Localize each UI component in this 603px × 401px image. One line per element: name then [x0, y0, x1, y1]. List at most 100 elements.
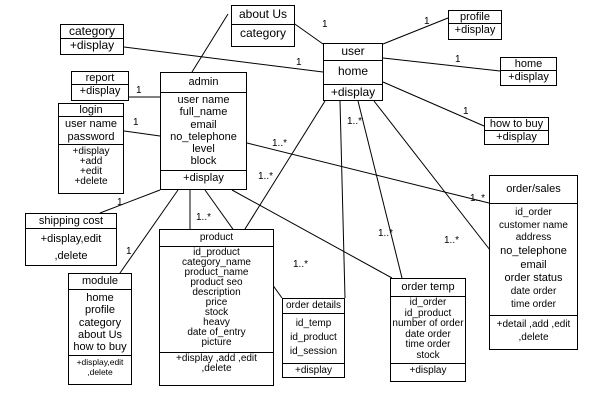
attribute: about Us [77, 328, 123, 341]
multiplicity-label: 1..* [347, 116, 363, 127]
class-product: product id_product category_name product… [159, 229, 274, 386]
attribute: profile [85, 304, 115, 317]
attribute: user name [177, 94, 230, 107]
class-shipping-cost: shipping cost +display,edit ,delete [25, 213, 117, 266]
class-attributes: id_temp id_product id_session [283, 313, 344, 363]
class-methods: +display [161, 169, 246, 185]
attribute: category [78, 316, 122, 329]
class-title: shipping cost [38, 215, 104, 227]
attribute: date order [405, 328, 451, 340]
attribute: time order [510, 298, 556, 310]
class-title: user [341, 44, 365, 58]
class-category: category +display [60, 24, 124, 55]
attribute: id_session [289, 346, 338, 358]
multiplicity-label: 1 [136, 85, 142, 96]
class-title: how to buy [489, 118, 544, 130]
class-attributes: id_order id_product number of order date… [391, 296, 465, 363]
class-report: report +display [71, 71, 129, 101]
class-methods: category [232, 24, 294, 42]
class-title: product [199, 232, 234, 243]
attribute: home [86, 292, 114, 305]
class-methods: +display ,add ,edit ,delete [160, 352, 273, 375]
class-home: home +display [500, 57, 557, 86]
assoc-user-product [244, 100, 326, 230]
class-about-us: about Us category [231, 5, 295, 47]
method: +detail ,add ,edit [496, 319, 571, 331]
attribute: email [190, 118, 217, 131]
class-methods: +display +add +edit +delete [59, 143, 123, 189]
class-title: home [514, 58, 543, 70]
method: +display [496, 131, 537, 144]
multiplicity-label: 1..* [272, 138, 288, 149]
method: +display [295, 365, 332, 377]
class-methods: +display [449, 23, 501, 36]
attribute: full_name [179, 106, 228, 119]
multiplicity-label: 1 [133, 117, 139, 128]
class-title: order details [285, 300, 342, 311]
method: ,delete [87, 366, 113, 377]
attribute: category_name [182, 257, 251, 269]
method: +delete [74, 175, 108, 187]
method: +add [79, 155, 103, 167]
attribute: user name [65, 118, 117, 131]
class-how-to-buy: how to buy +display [484, 117, 549, 145]
class-attributes: user name full_name email no_telephone l… [161, 92, 246, 170]
class-attributes: home profile category about Us how to bu… [69, 289, 131, 354]
attribute: customer name [499, 219, 568, 231]
assoc-login-admin [123, 130, 161, 137]
multiplicity-label: 1..* [293, 259, 309, 270]
assoc-admin-ordersales [246, 142, 490, 204]
class-title: login [79, 104, 103, 116]
multiplicity-label: 1..* [258, 171, 274, 182]
attribute: password [67, 130, 115, 143]
class-profile: profile +display [448, 10, 502, 40]
class-title: order/sales [506, 183, 561, 195]
assoc-user-orderdetails [339, 100, 346, 299]
method: +display [72, 145, 110, 157]
method: ,delete [201, 363, 232, 375]
class-order-temp: order temp id_order id_product number of… [390, 278, 466, 382]
method: ,delete [518, 332, 549, 344]
assoc-user-ordertemp [357, 100, 403, 279]
class-title: module [81, 275, 119, 287]
multiplicity-label: 1 [455, 54, 461, 65]
assoc-aboutus-user [291, 21, 324, 45]
attribute: address [515, 232, 552, 244]
class-order-details: order details id_temp id_product id_sess… [282, 298, 345, 378]
multiplicity-label: 1..* [470, 193, 486, 204]
assoc-user-howtobuy [382, 81, 485, 127]
class-login: login user name password +display +add +… [58, 103, 124, 194]
method: category [239, 26, 287, 41]
method: +display [508, 71, 549, 84]
assoc-aboutus-admin [191, 13, 229, 73]
method: +display [183, 171, 224, 184]
attribute: product seo [190, 277, 243, 289]
method: +display,edit [40, 233, 102, 246]
class-title: category [68, 24, 116, 38]
attribute: order status [504, 272, 563, 285]
attribute: date of_entry [187, 327, 246, 339]
class-module: module home profile category about Us ho… [68, 273, 132, 385]
attribute: home [337, 64, 369, 79]
assoc-user-profile [382, 17, 449, 45]
class-methods: +detail ,add ,edit ,delete [490, 315, 577, 346]
class-methods: +display [501, 70, 556, 83]
multiplicity-label: 1 [322, 19, 328, 30]
class-admin: admin user name full_name email no_telep… [160, 72, 247, 190]
assoc-user-home [382, 57, 501, 72]
assoc-category-user [123, 46, 324, 73]
attribute: email [520, 258, 547, 271]
class-methods: +display,edit ,delete [26, 228, 116, 266]
multiplicity-label: 1..* [444, 235, 460, 246]
attribute: picture [201, 337, 232, 349]
attribute: heavy [203, 317, 230, 329]
attribute: number of order [392, 318, 464, 330]
method: +display,edit [76, 356, 124, 367]
class-attributes: id_product category_name product_name pr… [160, 246, 273, 352]
attribute: level [192, 142, 215, 155]
attribute: stock [416, 349, 440, 361]
class-user: user home +display [323, 43, 383, 101]
attribute: id_temp [295, 318, 332, 330]
multiplicity-label: 1 [424, 16, 430, 27]
